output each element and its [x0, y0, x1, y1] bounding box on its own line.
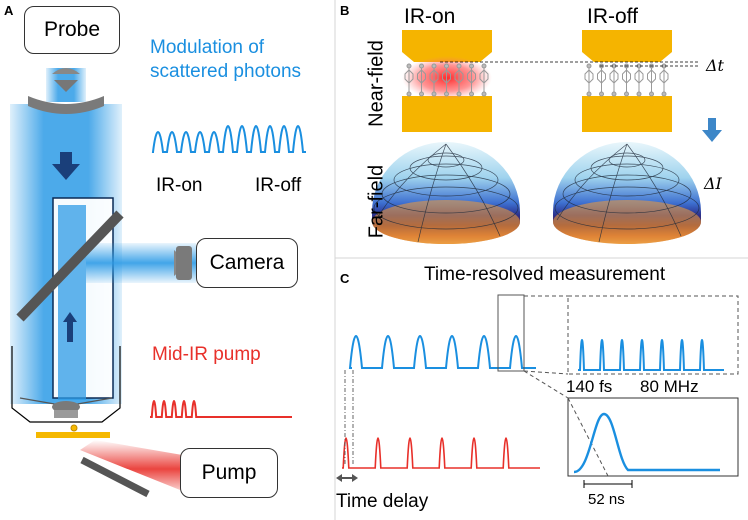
- zoom-pulse-train: [578, 339, 724, 371]
- down-arrow-b-icon: [702, 130, 722, 142]
- panel-label-c: C: [340, 271, 350, 286]
- panel-b-diagram: [372, 30, 722, 244]
- b-ir-off-label: IR-off: [587, 5, 638, 28]
- panel-label-a: A: [4, 3, 14, 18]
- pump-beam: [80, 440, 200, 498]
- sample-icon: [36, 432, 110, 438]
- electrode-bottom-off: [582, 96, 672, 132]
- delta-i-label: ΔI: [704, 174, 722, 193]
- panel-c-diagram: [336, 294, 739, 488]
- b-ir-on-label: IR-on: [404, 5, 456, 28]
- modulation-title-line1: Modulation of: [150, 37, 265, 58]
- far-field-label: Far-field: [365, 164, 388, 239]
- pulse-width-label: 52 ns: [588, 491, 625, 508]
- far-field-dome-on: [372, 142, 520, 244]
- camera-box: Camera: [196, 238, 298, 288]
- electrode-top-on: [402, 30, 492, 62]
- panel-a-diagram: [10, 68, 306, 498]
- modulation-ir-on-label: IR-on: [156, 175, 203, 196]
- pump-pulse-train: [342, 437, 540, 469]
- far-field-dome-off: [553, 142, 701, 244]
- curved-mirror-icon: [28, 96, 104, 114]
- electrode-bottom-on: [402, 96, 492, 132]
- down-arrow-icon: [52, 164, 80, 180]
- rate-label: 80 MHz: [640, 377, 699, 396]
- probe-pulse-train: [348, 335, 536, 369]
- panel-label-b: B: [340, 3, 350, 18]
- up-arrow-icon: [63, 312, 77, 322]
- c-title: Time-resolved measurement: [424, 264, 666, 285]
- pump-box: Pump: [180, 448, 278, 498]
- pump-mirror-icon: [80, 456, 150, 498]
- modulation-ir-off-label: IR-off: [255, 175, 302, 196]
- fs-label: 140 fs: [566, 377, 613, 396]
- beamsplitter-icon: [16, 210, 124, 322]
- probe-lens-icon: [52, 68, 80, 74]
- modulation-title-line2: scattered photons: [150, 61, 302, 82]
- modulation-pulse-trace: [151, 125, 306, 153]
- probe-box: Probe: [24, 6, 120, 54]
- electrode-top-off: [582, 30, 672, 62]
- zoom-box: [497, 294, 525, 372]
- zoom-inset-bottom: [567, 397, 739, 477]
- near-field-label: Near-field: [365, 40, 388, 127]
- single-pulse-trace: [573, 412, 720, 474]
- delta-t-label: Δt: [706, 56, 724, 75]
- zoom-inset-top: [567, 295, 739, 375]
- pump-pulse-trace: [150, 400, 292, 418]
- mid-ir-pump-label: Mid-IR pump: [152, 344, 261, 365]
- time-delay-label: Time delay: [336, 491, 429, 512]
